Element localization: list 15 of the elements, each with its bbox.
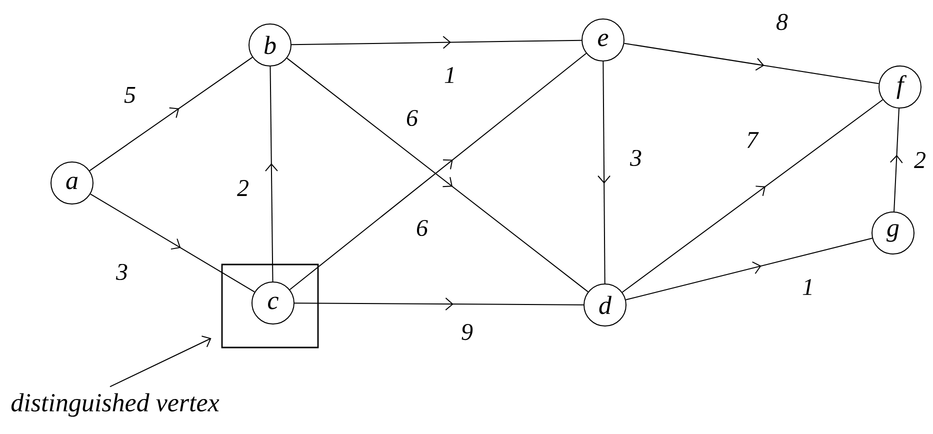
edge-label: 2 <box>236 179 250 197</box>
edge-label: 5 <box>123 86 137 104</box>
caption-text: distinguished vertex <box>11 393 220 417</box>
edge-label: 3 <box>115 262 129 282</box>
edge-label: 6 <box>405 108 419 128</box>
edge-label: 8 <box>775 12 789 32</box>
leader-arrow <box>110 336 212 388</box>
edge-label: 6 <box>415 218 429 238</box>
edge-label: 9 <box>460 322 474 342</box>
edge-label: 1 <box>801 278 815 296</box>
edge-label: 7 <box>745 131 760 149</box>
edge-label: 3 <box>629 148 643 168</box>
edge-label: 2 <box>913 151 927 169</box>
edge-label: 1 <box>443 66 457 84</box>
highlight-box <box>221 264 319 348</box>
